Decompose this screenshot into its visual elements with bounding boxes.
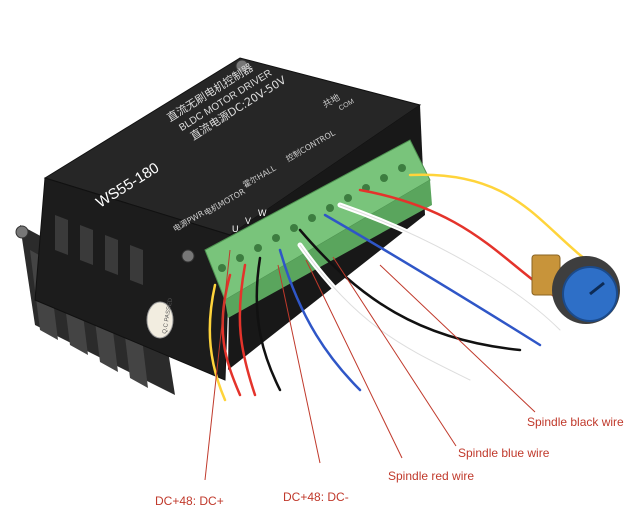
screw-front	[181, 249, 195, 263]
screw-top	[235, 59, 249, 73]
callout-dc-plus: DC+48: DC+	[155, 494, 224, 508]
screw-left	[15, 225, 29, 239]
potentiometer	[531, 254, 620, 324]
terminal-block	[204, 139, 432, 318]
pin-label-u: U	[232, 224, 239, 234]
callout-dc-minus: DC+48: DC-	[283, 490, 349, 504]
qc-sticker: Q.C PASSED	[146, 297, 174, 339]
callout-spindle-blue-wire: Spindle blue wire	[458, 446, 550, 460]
pin-label-v: V	[245, 216, 251, 226]
pin-label-w: W	[258, 208, 267, 218]
wire-bundle	[208, 173, 602, 402]
front-vents	[55, 215, 143, 285]
callout-spindle-red-wire: Spindle red wire	[388, 469, 475, 483]
callout-lines	[204, 249, 536, 481]
callout-spindle-black-wire: Spindle black wire	[527, 415, 624, 429]
